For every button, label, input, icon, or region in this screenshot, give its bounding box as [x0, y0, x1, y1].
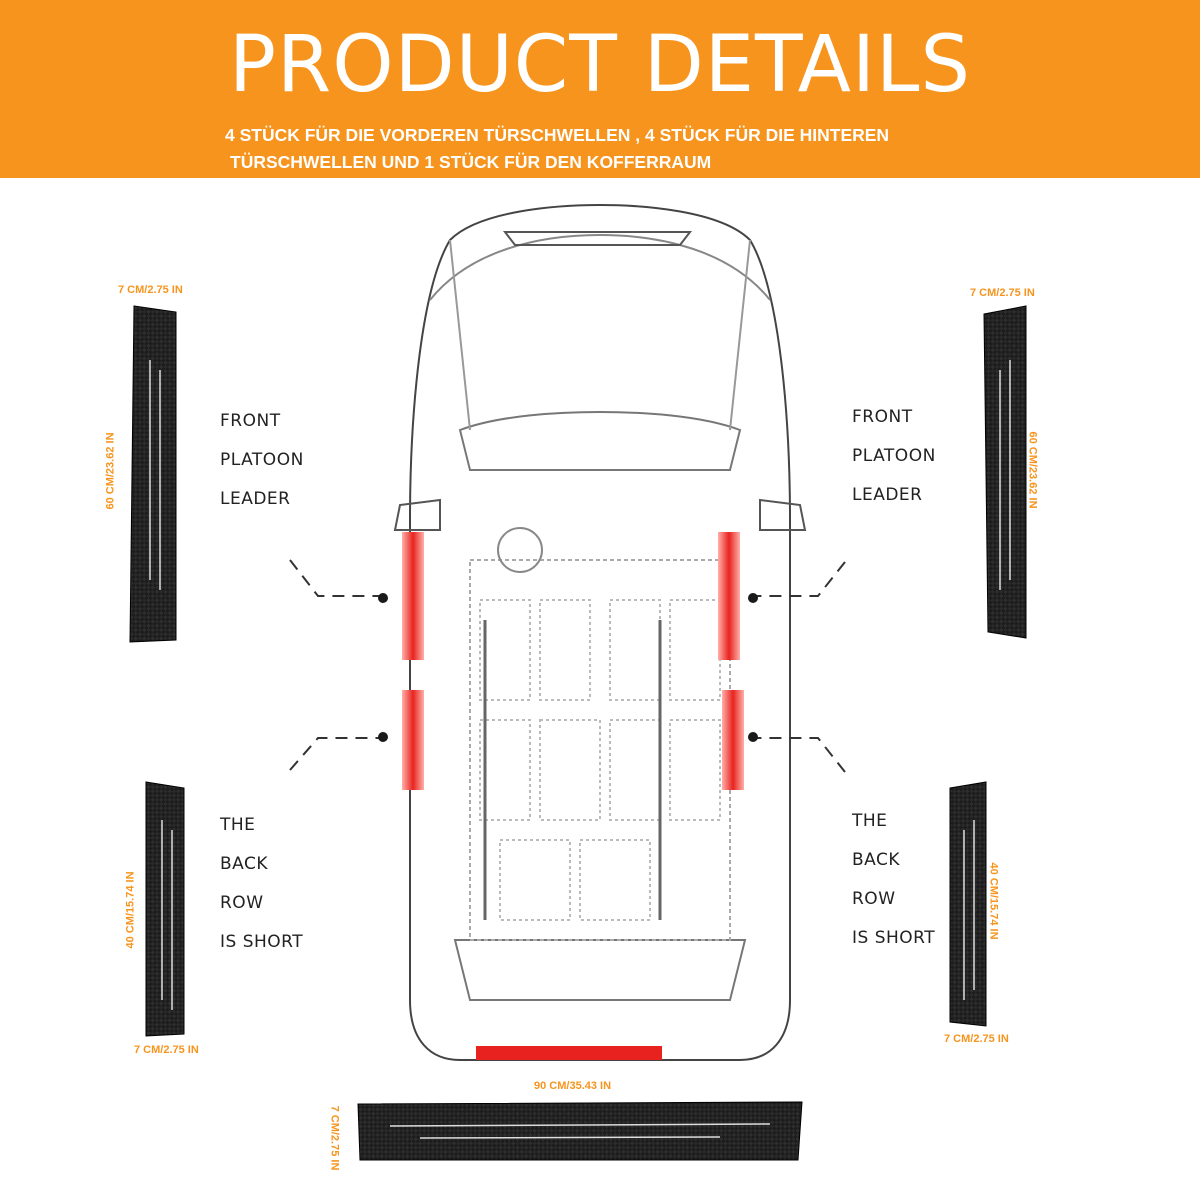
rear-right-sill-highlight [722, 690, 744, 790]
car-outline [393, 203, 807, 1061]
header-banner: PRODUCT DETAILS 4 STÜCK FÜR DIE VORDEREN… [0, 0, 1200, 178]
strip-front-left [129, 305, 177, 643]
strip-back-right [949, 781, 987, 1027]
strip-trunk [357, 1101, 803, 1161]
strip-back-left [145, 781, 185, 1037]
subtitle-line-1: 4 STÜCK FÜR DIE VORDEREN TÜRSCHWELLEN , … [225, 125, 890, 145]
strip-front-right [983, 305, 1027, 639]
back-left-width-dim: 7 CM/2.75 IN [134, 1044, 199, 1056]
subtitle-line-2: TÜRSCHWELLEN UND 1 STÜCK FÜR DEN KOFFERR… [230, 152, 712, 172]
back-left-length-dim: 40 CM/15.74 IN [124, 871, 137, 949]
page-title: PRODUCT DETAILS [229, 20, 971, 110]
front-left-sill-highlight [402, 532, 424, 660]
front-left-width-dim: 7 CM/2.75 IN [118, 284, 183, 296]
front-right-width-dim: 7 CM/2.75 IN [970, 287, 1035, 299]
pointer-lines [289, 559, 846, 773]
rear-left-sill-highlight [402, 690, 424, 790]
back-right-length-dim: 40 CM/15.74 IN [987, 862, 1000, 940]
pointer-dots [378, 593, 758, 742]
front-right-sill-highlight [718, 532, 740, 660]
banner-subtitle: 4 STÜCK FÜR DIE VORDEREN TÜRSCHWELLEN , … [225, 122, 1045, 176]
front-right-length-dim: 60 CM/23.62 IN [1026, 431, 1039, 509]
front-left-length-dim: 60 CM/23.62 IN [104, 432, 117, 510]
trunk-length-dim: 90 CM/35.43 IN [534, 1080, 612, 1092]
back-right-width-dim: 7 CM/2.75 IN [944, 1033, 1009, 1045]
trunk-width-dim: 7 CM/2.75 IN [328, 1105, 341, 1171]
trunk-sill-highlight [476, 1046, 662, 1060]
